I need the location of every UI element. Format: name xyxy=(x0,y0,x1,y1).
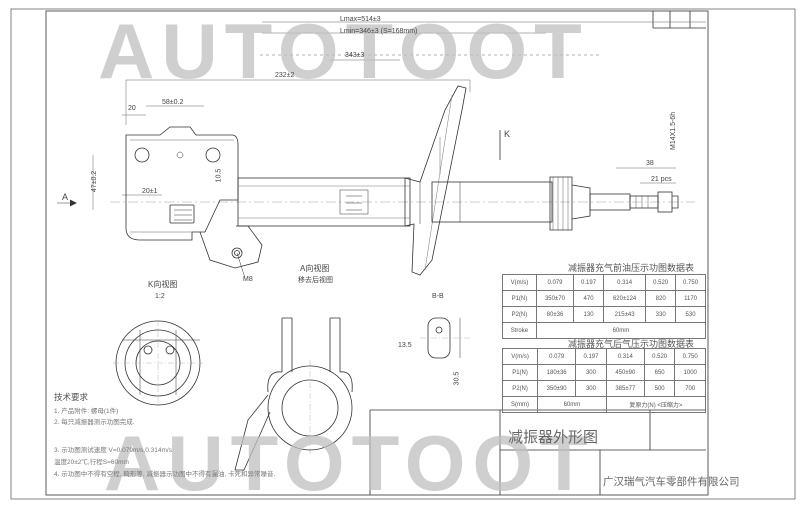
dim-47: 47±0.2 xyxy=(91,170,99,193)
spring-seat xyxy=(404,85,467,276)
drawing-title: 减振器外形图 xyxy=(508,429,599,446)
table1-cell: 0.750 xyxy=(675,274,706,291)
table2-cell: 0.750 xyxy=(674,348,706,365)
dim-lmax: Lmax=514±3 xyxy=(340,16,381,23)
dim-30-5: 30.5 xyxy=(453,371,461,386)
requirements-line: 温度20±2℃,行程S=60mm xyxy=(54,459,129,466)
table1-cell: 0.520 xyxy=(645,274,677,291)
table2-title: 减振器充气后气压示功图数据表 xyxy=(568,339,695,349)
company-name: 广汉瑞气汽车零部件有限公司 xyxy=(603,476,740,488)
label-a: A xyxy=(62,192,69,202)
table2-cell: 180±36 xyxy=(537,364,577,381)
table1-cell: 0.314 xyxy=(602,274,647,291)
dim-20b: 20±1 xyxy=(142,188,158,195)
dim-38: 38 xyxy=(646,160,654,167)
table1-cell: 0.079 xyxy=(535,274,575,291)
table2-row: P2(N) 350±90 300 385±77 500 700 xyxy=(501,380,706,397)
rod-housing xyxy=(431,181,553,223)
table2-cell: 60mm xyxy=(537,396,607,413)
requirements-line: 1. 产品附件: 螺母(1件) xyxy=(54,408,119,415)
hose-bracket xyxy=(199,225,263,269)
table1-cell: 130 xyxy=(573,306,604,323)
table2-cell: V(m/s) xyxy=(501,348,539,365)
table2-cell: 1000 xyxy=(674,364,706,381)
table1-cell: P1(N) xyxy=(502,290,537,307)
table1-cell: Stroke xyxy=(502,322,537,339)
watermark-top: AUTOTOOT xyxy=(98,7,589,95)
label-k: K xyxy=(504,129,511,139)
table1-cell: V(m/s) xyxy=(502,274,537,291)
table2-cell: 385±77 xyxy=(605,380,645,397)
table2-cell: 0.079 xyxy=(537,348,577,365)
table1-cell: 350±70 xyxy=(535,290,575,307)
dim-13-5: 13.5 xyxy=(398,342,412,349)
table1-title: 减振器充气前油压示功图数据表 xyxy=(568,263,695,273)
table2-cell: S(mm) xyxy=(501,396,539,413)
dim-lmin: Lmin=346±3 (S=168mm) xyxy=(340,28,418,35)
dim-21: 21 pcs xyxy=(651,176,672,183)
table2-cell: P1(N) xyxy=(501,364,539,381)
table2-cell: 0.314 xyxy=(605,348,645,365)
table2-cell: 700 xyxy=(674,380,706,397)
table1-cell: P2(N) xyxy=(502,306,537,323)
dim-m8: M8 xyxy=(243,276,253,283)
table1-row: P2(N) 80±36 130 215±43 330 530 xyxy=(502,306,706,323)
table2-row: S(mm) 60mm 复原力(N) <压缩力> xyxy=(501,396,707,413)
table2-cell: 500 xyxy=(643,380,676,397)
table2-header: V(m/s) 0.079 0.197 0.314 0.520 0.750 xyxy=(501,348,706,365)
table1-row: P1(N) 350±70 470 620±124 820 1170 xyxy=(502,290,706,307)
table2-cell: 复原力(N) <压缩力> xyxy=(605,396,707,413)
a-view-subtitle: 移去后视图 xyxy=(298,277,333,284)
dim-343: 343±3 xyxy=(345,52,365,59)
dim-20: 20 xyxy=(128,105,136,112)
requirements-line: 2. 每只减振器测示功图完成. xyxy=(54,419,135,426)
table1-cell: 60mm xyxy=(535,322,707,339)
table2-cell: 650 xyxy=(643,364,676,381)
table1-cell: 330 xyxy=(645,306,677,323)
requirements-line: 4. 示功图中不得有空程, 畸形等, 减振器示功图中不得有漏油, 卡死和异常噪音… xyxy=(54,471,276,478)
table1-cell: 820 xyxy=(645,290,677,307)
outer-frame xyxy=(10,8,796,500)
table1-cell: 530 xyxy=(675,306,706,323)
table2-cell: 300 xyxy=(575,380,607,397)
requirements-line: 3. 示功图测试速度 V=0.079m/s,0.314m/s xyxy=(54,447,172,454)
requirements-title: 技术要求 xyxy=(54,392,89,402)
table1: V(m/s) 0.079 0.197 0.314 0.520 0.750 P1(… xyxy=(502,274,707,339)
dim-58: 58±0.2 xyxy=(162,99,184,106)
table2-cell: 350±90 xyxy=(537,380,577,397)
table1-row: Stroke 60mm xyxy=(502,322,707,339)
table2-row: P1(N) 180±36 300 450±90 650 1000 xyxy=(501,364,706,381)
table2-cell: 450±90 xyxy=(605,364,645,381)
table2-cell: 0.520 xyxy=(643,348,676,365)
a-view-bracket xyxy=(281,318,341,372)
table1-cell: 620±124 xyxy=(602,290,647,307)
table1-cell: 0.197 xyxy=(573,274,604,291)
dim-m14: M14X1.5-6h xyxy=(670,111,677,150)
table2-cell: 300 xyxy=(575,364,607,381)
shock-cylinder xyxy=(237,177,411,227)
table2-cell: P2(N) xyxy=(501,380,539,397)
label-bb: B-B xyxy=(432,293,444,300)
table1-cell: 470 xyxy=(573,290,604,307)
dim-10-5: 10.5 xyxy=(215,168,223,183)
k-view-title: K向视图 xyxy=(148,280,178,289)
table1-header: V(m/s) 0.079 0.197 0.314 0.520 0.750 xyxy=(502,274,706,291)
table2: V(m/s) 0.079 0.197 0.314 0.520 0.750 P1(… xyxy=(501,348,707,413)
k-view-scale: 1:2 xyxy=(155,293,165,300)
watermark-bottom: AUTOTOOT xyxy=(104,419,595,507)
table1-cell: 80±36 xyxy=(535,306,575,323)
inner-frame xyxy=(45,10,709,496)
dim-232: 232±2 xyxy=(275,72,295,79)
table2-cell: 0.197 xyxy=(575,348,607,365)
a-view-title: A向视图 xyxy=(300,264,330,273)
bump-stop xyxy=(549,176,573,231)
table1-cell: 1170 xyxy=(675,290,706,307)
table1-cell: 215±43 xyxy=(602,306,647,323)
